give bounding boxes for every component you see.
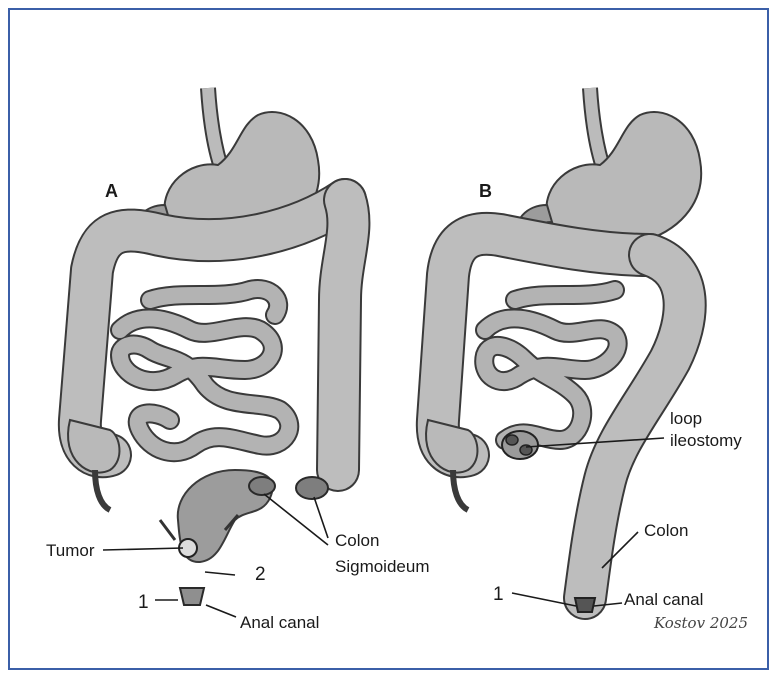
small-intestine-a <box>120 289 289 452</box>
loop-ileostomy <box>502 431 538 459</box>
small-intestine-b <box>484 290 617 440</box>
label-anal-canal-b: Anal canal <box>624 590 703 609</box>
label-colon-sigmoideum-2: Sigmoideum <box>335 557 430 576</box>
anal-canal-stump-a <box>180 588 204 605</box>
label-number-1-b: 1 <box>493 584 504 605</box>
panel-b-letter: B <box>479 181 492 201</box>
label-tumor: Tumor <box>46 541 95 560</box>
artist-signature: Kostov 2025 <box>653 614 748 632</box>
label-ileostomy: ileostomy <box>670 431 742 450</box>
label-colon-b: Colon <box>644 521 688 540</box>
label-number-1-a: 1 <box>138 592 149 613</box>
panel-a-letter: A <box>105 181 118 201</box>
descending-colon-end <box>296 477 328 499</box>
label-loop: loop <box>670 409 702 428</box>
label-colon-sigmoideum-1: Colon <box>335 531 379 550</box>
label-anal-canal-a: Anal canal <box>240 613 319 632</box>
anal-canal-b <box>575 598 595 612</box>
label-number-2: 2 <box>255 564 266 585</box>
